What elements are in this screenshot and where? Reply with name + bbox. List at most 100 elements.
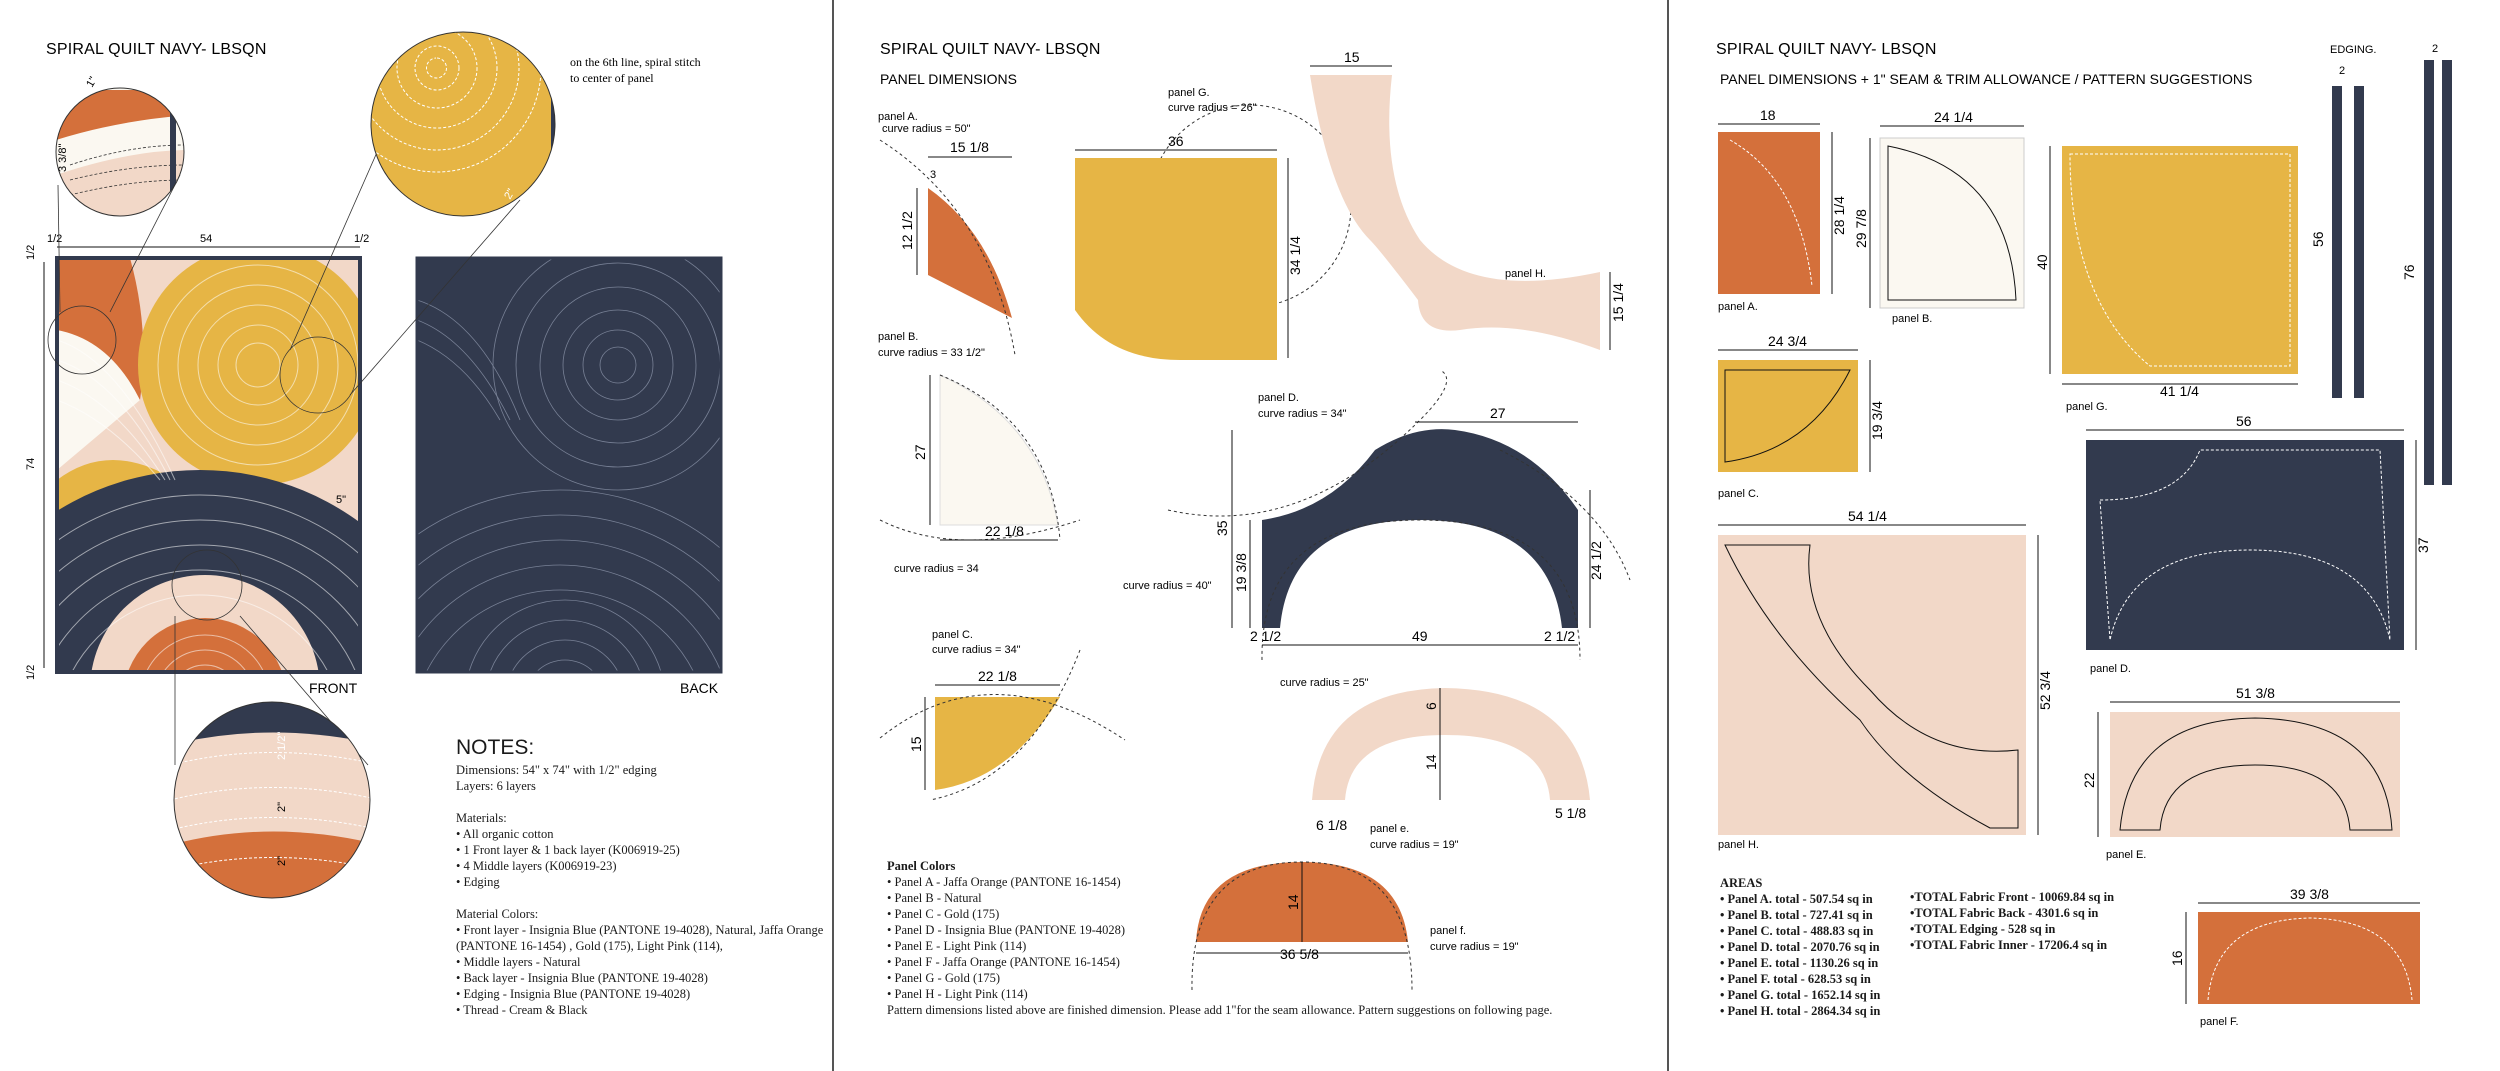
seam-panelE-pattern xyxy=(2119,717,2393,831)
front-quilt-edging xyxy=(55,256,362,674)
height-dim: 74 xyxy=(25,458,37,470)
notes-line: Layers: 6 layers xyxy=(456,779,536,793)
total-line: •TOTAL Fabric Inner - 17206.4 sq in xyxy=(1910,938,2108,952)
panelD-height3: 24 1/2 xyxy=(1588,541,1604,580)
spiral-note-line2: to center of panel xyxy=(570,71,654,85)
area-line: • Panel C. total - 488.83 sq in xyxy=(1720,924,1874,938)
panelE-radius: curve radius = 19" xyxy=(1370,839,1459,851)
panelD-curve2 xyxy=(1499,449,1631,581)
edge-left-dim: 1/2 xyxy=(47,233,62,245)
page3-title: SPIRAL QUILT NAVY- LBSQN xyxy=(1716,41,1937,58)
panelB-width: 22 1/8 xyxy=(985,523,1024,539)
seam-panelA-pattern xyxy=(1729,139,1813,287)
front-label: FRONT xyxy=(309,680,358,696)
zoom3-detail xyxy=(174,702,370,898)
seam-panelA-height: 28 1/4 xyxy=(1831,196,1847,235)
page1-title: SPIRAL QUILT NAVY- LBSQN xyxy=(46,41,267,58)
seam-panelH-height: 52 3/4 xyxy=(2037,671,2053,710)
edge-bottom-dim: 1/2 xyxy=(25,665,37,680)
panelA-shape xyxy=(928,188,1012,318)
area-line: • Panel H. total - 2864.34 sq in xyxy=(1720,1004,1881,1018)
panelC-shape xyxy=(935,697,1060,790)
seam-panelB-name: panel B. xyxy=(1892,313,1932,325)
zoom1-circle xyxy=(55,87,185,217)
front-quilt-stitching xyxy=(57,264,360,672)
seam-panelA xyxy=(1718,132,1820,294)
panelG-radius: curve radius = 26" xyxy=(1168,102,1257,114)
panelD-curve3 xyxy=(1261,519,1581,661)
zoom-dim-2: 2" xyxy=(276,802,288,812)
panelF-height: 14 xyxy=(1285,894,1301,910)
seam-panelC-height: 19 3/4 xyxy=(1869,401,1885,440)
panelC-radius: curve radius = 34" xyxy=(932,644,1021,656)
panelA-width: 15 1/8 xyxy=(950,139,989,155)
panelH-shape xyxy=(1310,75,1600,350)
zoom1-leader-b xyxy=(109,174,181,313)
edging-height-1: 56 xyxy=(2310,231,2326,247)
panelD-height2: 19 3/8 xyxy=(1233,553,1249,592)
panel-colors-title: Panel Colors xyxy=(887,859,956,873)
panelE-right: 5 1/8 xyxy=(1555,805,1586,821)
seam-panelC xyxy=(1718,360,1858,472)
seam-panelE-name: panel E. xyxy=(2106,849,2146,861)
panelA-small: 3 xyxy=(930,169,936,181)
panel-colors: Panel Colors • Panel A - Jaffa Orange (P… xyxy=(887,858,1627,1018)
panel-color-line: • Panel G - Gold (175) xyxy=(887,971,1001,985)
seam-panelD-width: 56 xyxy=(2236,413,2252,429)
seam-panelE xyxy=(2110,712,2400,837)
panel-color-line: • Panel H - Light Pink (114) xyxy=(887,987,1028,1001)
panel-color-line: • Panel A - Jaffa Orange (PANTONE 16-145… xyxy=(887,875,1121,889)
seam-panelF-height: 16 xyxy=(2169,950,2185,966)
panelB-radius2: curve radius = 34 xyxy=(894,563,979,575)
seam-panelC-pattern xyxy=(1724,369,1851,463)
seam-panelF xyxy=(2198,912,2420,1004)
panelG-height: 34 1/4 xyxy=(1287,236,1303,275)
panelH-side: 15 1/4 xyxy=(1610,283,1626,322)
panelD-radius2: curve radius = 40" xyxy=(1123,580,1212,592)
panelD-curve1 xyxy=(1167,369,1448,517)
panelD-left: 2 1/2 xyxy=(1250,628,1281,644)
total-line: •TOTAL Edging - 528 sq in xyxy=(1910,922,2056,936)
panelC-name: panel C. xyxy=(932,629,973,641)
panelC-curve1 xyxy=(879,694,1126,741)
edging-label: EDGING. xyxy=(2330,44,2376,56)
notes-line: • 1 Front layer & 1 back layer (K006919-… xyxy=(456,843,680,857)
seam-panelD-height: 37 xyxy=(2415,537,2431,553)
panelB-radius: curve radius = 33 1/2" xyxy=(878,347,985,359)
seam-panelB xyxy=(1879,137,2025,309)
seam-panelF-pattern xyxy=(2207,917,2413,1001)
area-line: • Panel A. total - 507.54 sq in xyxy=(1720,892,1873,906)
seam-panelD-pattern xyxy=(2099,449,2391,641)
panelC-height: 15 xyxy=(908,736,924,752)
front-detail-marker-1 xyxy=(47,305,117,375)
panelG-name: panel G. xyxy=(1168,87,1210,99)
back-label: BACK xyxy=(680,680,719,696)
panelF-name: panel f. xyxy=(1430,925,1466,937)
seam-panelG-name: panel G. xyxy=(2066,401,2108,413)
total-line: •TOTAL Fabric Front - 10069.84 sq in xyxy=(1910,890,2115,904)
back-quilt-edging xyxy=(415,256,723,674)
notes-line: Materials: xyxy=(456,811,507,825)
seam-panelB-height: 29 7/8 xyxy=(1853,209,1869,248)
seam-panelC-width: 24 3/4 xyxy=(1768,333,1807,349)
panelD-shape xyxy=(1262,429,1578,628)
areas-list: AREAS • Panel A. total - 507.54 sq in • … xyxy=(1720,875,1880,1019)
panelB-curve2 xyxy=(879,519,1081,541)
panelE-mid: 14 xyxy=(1423,754,1439,770)
seam-panelG-height: 40 xyxy=(2034,254,2050,270)
zoom2-leader-b xyxy=(349,199,521,396)
zoom1-leader-a xyxy=(57,184,61,313)
inset-a-dim: 1" xyxy=(84,75,99,90)
panelB-name: panel B. xyxy=(878,331,918,343)
seam-panelH-pattern xyxy=(1724,544,2019,829)
notes-line: Dimensions: 54" x 74" with 1/2" edging xyxy=(456,763,657,777)
page2-subtitle: PANEL DIMENSIONS xyxy=(880,71,1017,87)
notes-line: • Middle layers - Natural xyxy=(456,955,581,969)
areas-title: AREAS xyxy=(1720,876,1763,890)
edge-right-dim: 1/2 xyxy=(354,233,369,245)
seam-panelD-name: panel D. xyxy=(2090,663,2131,675)
seam-panelA-width: 18 xyxy=(1760,107,1776,123)
seam-panelB-width: 24 1/4 xyxy=(1934,109,1973,125)
page3-subtitle: PANEL DIMENSIONS + 1" SEAM & TRIM ALLOWA… xyxy=(1720,71,2252,87)
